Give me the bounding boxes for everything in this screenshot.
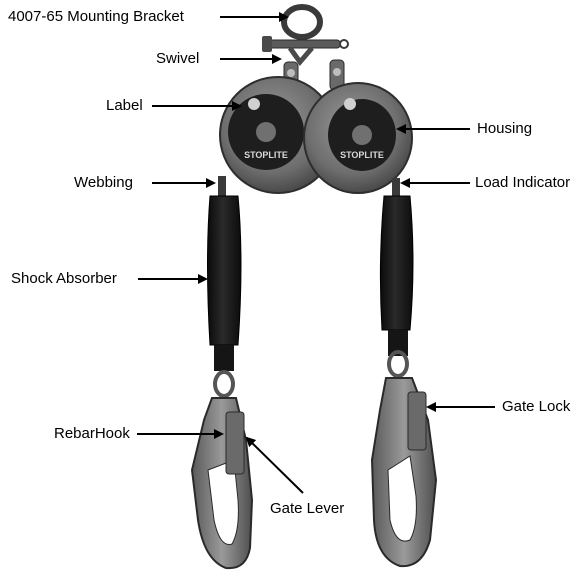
shock-absorber-left [208,196,242,371]
mounting-bracket [262,7,348,62]
arrow-gate-lever [247,438,303,493]
housing-right: STOPLITE [304,83,412,193]
label-housing: Housing [477,120,532,138]
rebar-hook-left [192,372,252,568]
rebar-hook-right [372,352,436,566]
label-label: Label [106,97,143,115]
label-load-indicator: Load Indicator [475,174,570,192]
label-webbing: Webbing [74,174,133,192]
label-gate-lock: Gate Lock [502,398,570,416]
label-mounting-bracket: 4007-65 Mounting Bracket [8,8,184,26]
housing-left-brand: STOPLITE [244,150,288,160]
label-shock-absorber: Shock Absorber [11,270,117,288]
label-gate-lever: Gate Lever [270,500,344,518]
pointer-arrows [137,17,495,493]
webbing-left [218,176,226,198]
label-swivel: Swivel [156,50,199,68]
housing-right-brand: STOPLITE [340,150,384,160]
shock-absorber-right [380,196,413,356]
label-rebar-hook: RebarHook [54,425,130,443]
webbing-right [392,178,400,198]
